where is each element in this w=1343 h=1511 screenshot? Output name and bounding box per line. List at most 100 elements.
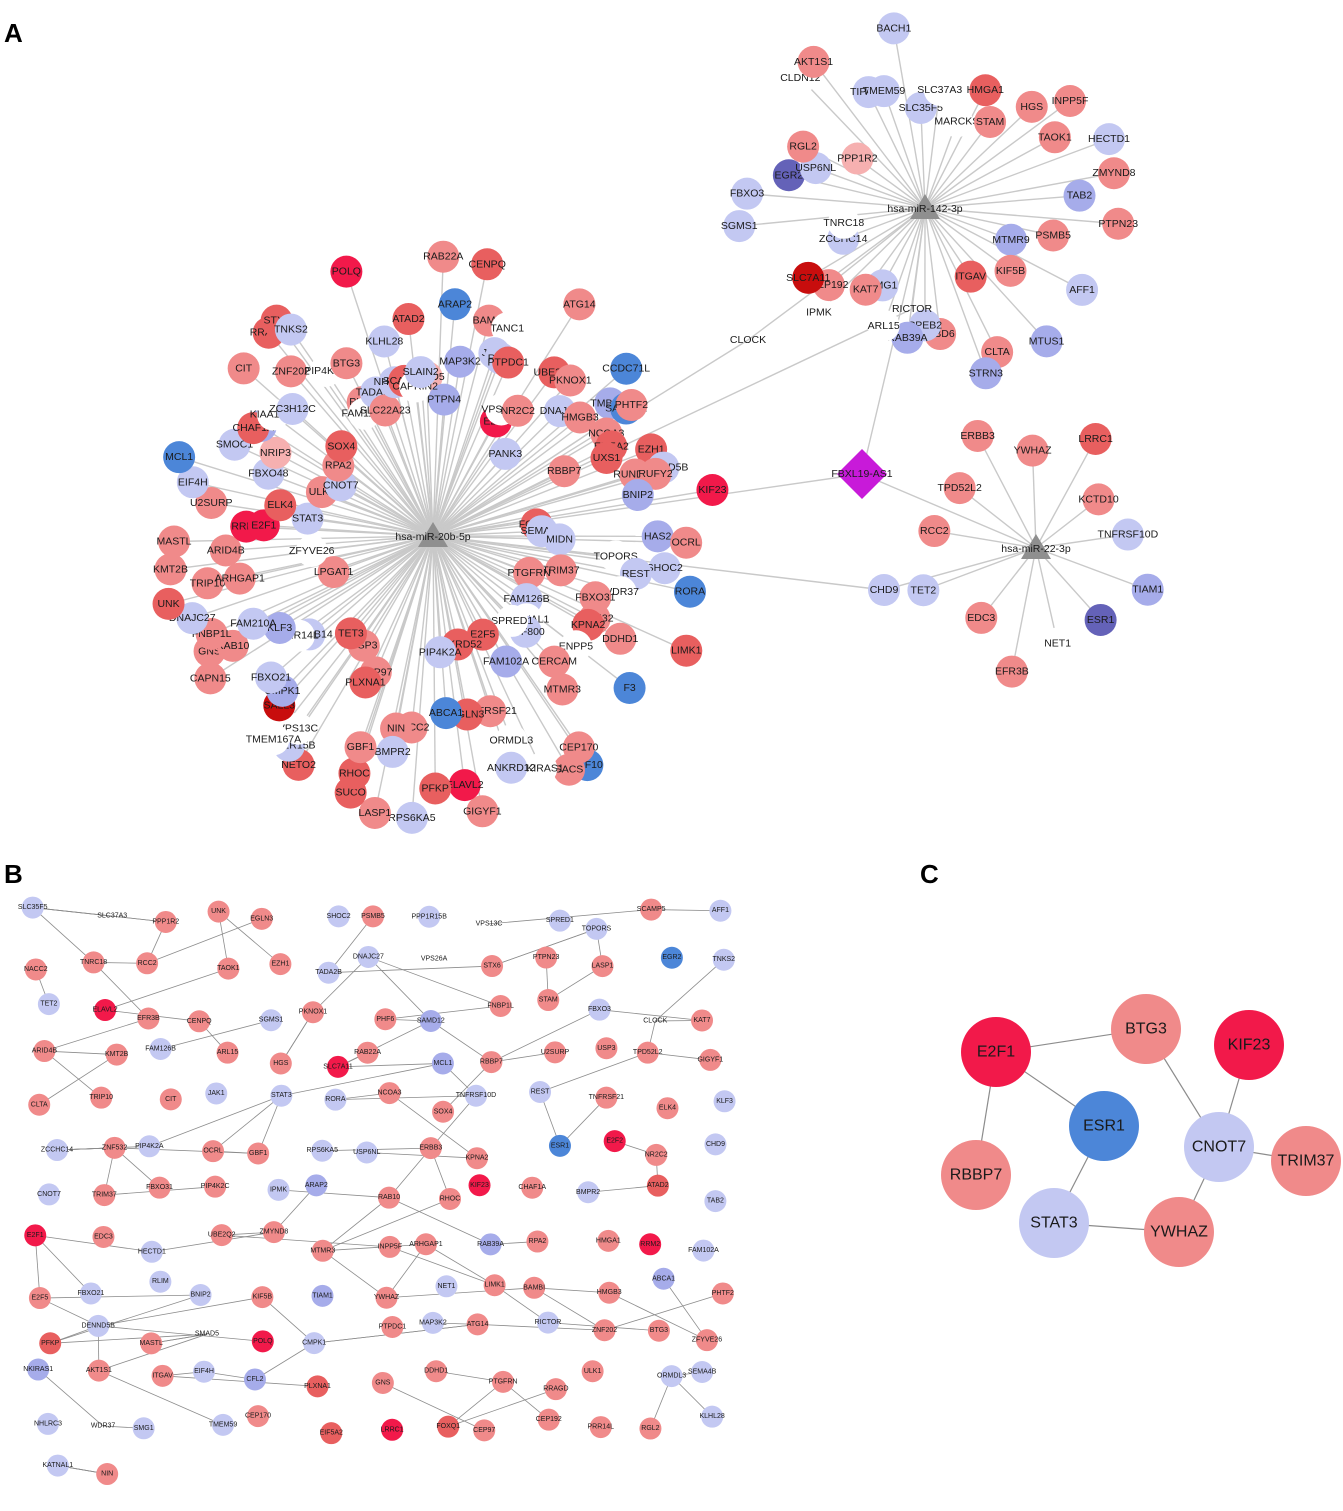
node-b-taok1: TAOK1: [217, 957, 240, 980]
node-b-foxq1: FOXQ1: [436, 1415, 460, 1438]
node-chd9: CHD9: [868, 574, 900, 606]
node-b-usp3: USP3: [595, 1037, 618, 1060]
node-b-smad5: SMAD5: [195, 1331, 219, 1338]
network-edge: [534, 1287, 610, 1294]
node-b-cfl2: CFL2: [243, 1368, 266, 1391]
svg-text:RUFY2: RUFY2: [638, 468, 673, 480]
node-b-cep170: CEP170: [245, 1405, 271, 1428]
node-b-ddhd1: DDHD1: [424, 1360, 448, 1383]
svg-text:YWHAZ: YWHAZ: [374, 1294, 400, 1301]
svg-text:STAT3: STAT3: [1030, 1215, 1078, 1232]
svg-text:ATAD2: ATAD2: [392, 313, 424, 325]
svg-text:TET2: TET2: [911, 584, 937, 596]
node-rab22a: RAB22A: [423, 240, 463, 273]
node-sox4: SOX4: [325, 430, 358, 463]
svg-text:TAOK1: TAOK1: [1038, 131, 1072, 143]
network-edge: [386, 1244, 427, 1298]
node-hgs: HGS: [1015, 90, 1048, 123]
svg-text:MARCKS: MARCKS: [934, 115, 979, 127]
node-b-slc37a3: SLC37A3: [97, 913, 127, 920]
network-edge: [432, 339, 749, 537]
svg-text:CEP97: CEP97: [473, 1427, 495, 1434]
network-edge: [149, 1095, 282, 1147]
network-edge: [178, 456, 434, 537]
svg-text:ZNF532: ZNF532: [102, 1144, 127, 1151]
node-capn15: CAPN15: [190, 662, 231, 695]
svg-text:HGS: HGS: [273, 1060, 289, 1067]
node-b-plxna1: PLXNA1: [304, 1375, 331, 1398]
node-rora: RORA: [673, 575, 706, 608]
network-edge: [924, 207, 941, 335]
node-b-e2f2: E2F2: [603, 1130, 626, 1153]
svg-text:BMPR2: BMPR2: [576, 1189, 600, 1196]
node-b-kat7: KAT7: [691, 1009, 714, 1032]
node-b-bambi: BAMBI: [523, 1276, 546, 1299]
network-edge: [447, 1381, 504, 1427]
node-lpgat1: LPGAT1: [314, 556, 353, 589]
node-c-btg3: BTG3: [1111, 994, 1181, 1064]
node-b-arap2: ARAP2: [305, 1174, 328, 1197]
node-lasp1: LASP1: [359, 796, 391, 829]
svg-text:BTG3: BTG3: [333, 357, 361, 369]
network-edge: [911, 207, 926, 310]
svg-text:PPP1R2: PPP1R2: [837, 153, 877, 165]
svg-text:RICTOR: RICTOR: [892, 303, 932, 315]
network-edge: [432, 489, 713, 537]
svg-text:PFKP: PFKP: [422, 782, 449, 794]
node-stat3: STAT3: [291, 502, 324, 535]
network-edge: [923, 547, 1037, 591]
node-b-ezh1: EZH1: [269, 953, 292, 976]
network-edge: [221, 1234, 390, 1248]
svg-text:RICTOR: RICTOR: [535, 1319, 562, 1326]
node-ormdl3: ORMDL3: [490, 724, 533, 757]
node-b-kif5b: KIF5B: [251, 1286, 274, 1309]
svg-text:UBE2Q2: UBE2Q2: [208, 1232, 236, 1239]
network-edge: [281, 1063, 443, 1097]
svg-text:PRR14L: PRR14L: [588, 1424, 615, 1431]
svg-text:LRRC1: LRRC1: [381, 1426, 404, 1433]
svg-text:E2F5: E2F5: [470, 629, 495, 641]
node-tpd52l2: TPD52L2: [938, 472, 982, 505]
svg-text:FAM102A: FAM102A: [688, 1247, 719, 1254]
node-b-inpp5f: INPP5F: [378, 1235, 402, 1258]
svg-text:SLC37A3: SLC37A3: [97, 913, 127, 920]
node-b-rps6ka5: RPS6KA5: [306, 1139, 338, 1162]
node-mtmr9: MTMR9: [992, 223, 1030, 256]
network-edge: [924, 89, 941, 209]
network-edge: [366, 1152, 477, 1159]
svg-text:PHF6: PHF6: [376, 1016, 394, 1023]
node-shoc2: SHOC2: [647, 552, 683, 585]
node-nin: NIN: [380, 712, 413, 745]
svg-text:RBBP7: RBBP7: [950, 1167, 1003, 1184]
network-edge: [432, 416, 581, 537]
svg-text:FAM126B: FAM126B: [503, 593, 549, 605]
node-b-btg3: BTG3: [647, 1319, 670, 1342]
svg-text:CFL2: CFL2: [246, 1376, 263, 1383]
svg-text:RLIM: RLIM: [152, 1278, 169, 1285]
node-b-znf202: ZNF202: [592, 1319, 617, 1342]
svg-text:KAT7: KAT7: [694, 1017, 711, 1024]
network-edge: [432, 535, 484, 812]
node-b-rgl2: RGL2: [639, 1417, 662, 1440]
node-b-fam102a: FAM102A: [688, 1239, 719, 1262]
network-edge: [432, 535, 527, 600]
hub-hsa-mir-142-3p: hsa-miR-142-3p: [887, 194, 963, 219]
node-b-zcchc14: ZCCHC14: [41, 1139, 73, 1162]
node-b-kif23: KIF23: [468, 1174, 491, 1197]
network-edge: [1035, 547, 1148, 591]
node-clock: CLOCK: [730, 334, 766, 346]
node-b-rab22a: RAB22A: [354, 1041, 381, 1064]
svg-text:ZFYVE26: ZFYVE26: [692, 1337, 722, 1344]
node-elk4: ELK4: [264, 489, 297, 522]
svg-text:CAPN15: CAPN15: [190, 672, 231, 684]
network-edge: [290, 370, 434, 537]
svg-text:KIF5B: KIF5B: [996, 265, 1025, 277]
network-edge: [828, 207, 926, 286]
svg-text:SLC7A11: SLC7A11: [323, 1063, 353, 1070]
node-cit: CIT: [227, 352, 260, 385]
node-b-lrrc1: LRRC1: [381, 1418, 404, 1441]
network-edge: [151, 1231, 274, 1253]
svg-text:BMPR2: BMPR2: [375, 746, 411, 758]
svg-text:PHTF2: PHTF2: [712, 1290, 734, 1297]
network-edge: [98, 1296, 263, 1327]
